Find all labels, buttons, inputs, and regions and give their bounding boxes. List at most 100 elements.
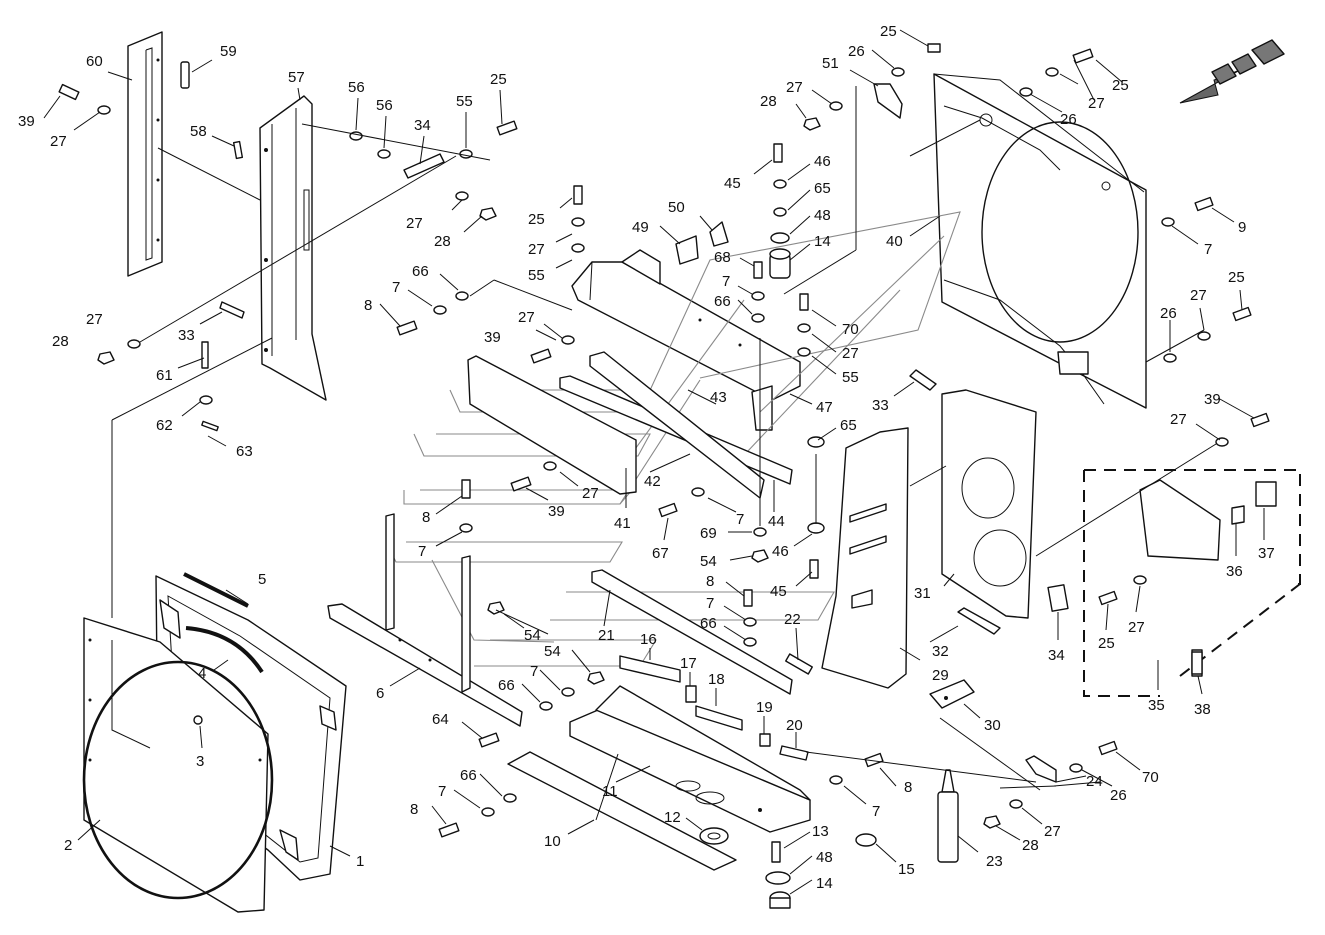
- part-48-pad: [765, 871, 791, 885]
- callout-70: 70: [1142, 769, 1159, 786]
- callout-32: 32: [932, 643, 949, 660]
- callout-54: 54: [544, 643, 561, 660]
- callout-60: 60: [86, 53, 103, 70]
- part-50-bracket: [709, 221, 729, 247]
- callout-9: 9: [1238, 219, 1246, 236]
- callout-6: 6: [376, 685, 384, 702]
- callout-40: 40: [886, 233, 903, 250]
- part-16-strip: [619, 655, 681, 683]
- part-57-side-upright: [259, 95, 327, 401]
- callout-27: 27: [786, 79, 803, 96]
- callout-19: 19: [756, 699, 773, 716]
- callout-25: 25: [880, 23, 897, 40]
- part-31-plate: [941, 389, 1037, 619]
- callout-11: 11: [602, 783, 618, 800]
- callout-27: 27: [528, 241, 545, 258]
- callout-45: 45: [770, 583, 787, 600]
- callout-31: 31: [914, 585, 931, 602]
- part-33b-strip: [909, 369, 937, 391]
- callout-64: 64: [432, 711, 449, 728]
- callout-14: 14: [816, 875, 833, 892]
- callout-30: 30: [984, 717, 1001, 734]
- callout-26: 26: [848, 43, 865, 60]
- part-21-rail: [591, 569, 793, 695]
- callout-43: 43: [710, 389, 727, 406]
- part-13-spring: [771, 841, 781, 863]
- callout-27: 27: [1088, 95, 1105, 112]
- callout-25: 25: [1228, 269, 1245, 286]
- callout-70: 70: [842, 321, 859, 338]
- callout-39: 39: [548, 503, 565, 520]
- callout-46: 46: [814, 153, 831, 170]
- callout-55: 55: [456, 93, 473, 110]
- part-10-strip: [507, 751, 737, 871]
- callout-29: 29: [932, 667, 949, 684]
- callout-18: 18: [708, 671, 725, 688]
- callout-26: 26: [1160, 305, 1177, 322]
- callout-51: 51: [822, 55, 839, 72]
- part-47-top-crossmember: [571, 249, 801, 431]
- callout-62: 62: [156, 417, 173, 434]
- part-19-block: [759, 733, 771, 747]
- callout-59: 59: [220, 43, 237, 60]
- callout-28: 28: [760, 93, 777, 110]
- callout-39: 39: [18, 113, 35, 130]
- part-3-bolt: [193, 715, 203, 725]
- callout-13: 13: [812, 823, 829, 840]
- callout-27: 27: [86, 311, 103, 328]
- callout-61: 61: [156, 367, 173, 384]
- callout-39: 39: [1204, 391, 1221, 408]
- callout-66: 66: [412, 263, 429, 280]
- callout-24: 24: [1086, 773, 1103, 790]
- part-17-block: [685, 685, 697, 703]
- callout-16: 16: [640, 631, 657, 648]
- callout-26: 26: [1060, 111, 1077, 128]
- callout-36: 36: [1226, 563, 1243, 580]
- callout-28: 28: [52, 333, 69, 350]
- callout-5: 5: [258, 571, 266, 588]
- callout-37: 37: [1258, 545, 1275, 562]
- part-34b-spring: [1047, 584, 1069, 612]
- part-15-grommet: [855, 833, 877, 847]
- leader-lines: [43, 29, 1265, 895]
- callout-27: 27: [842, 345, 859, 362]
- part-12-grommet: [699, 827, 729, 845]
- part-38-spring: [1191, 651, 1203, 675]
- part-14b-mount: [769, 248, 791, 279]
- callout-49: 49: [632, 219, 649, 236]
- callout-28: 28: [1022, 837, 1039, 854]
- callout-54: 54: [524, 627, 541, 644]
- callout-45: 45: [724, 175, 741, 192]
- part-24-bracket: [1025, 755, 1057, 783]
- part-2-shroud-panel: [82, 617, 274, 913]
- part-6-lower-frame: [327, 513, 523, 727]
- callout-35: 35: [1148, 697, 1165, 714]
- callout-2: 2: [64, 837, 72, 854]
- callout-50: 50: [668, 199, 685, 216]
- callout-34: 34: [414, 117, 431, 134]
- callout-8: 8: [904, 779, 912, 796]
- part-18-strip: [695, 705, 743, 731]
- callout-27: 27: [1190, 287, 1207, 304]
- callout-54: 54: [700, 553, 717, 570]
- part-11-bottom-tray: [569, 685, 811, 833]
- callout-57: 57: [288, 69, 305, 86]
- part-22-strip: [785, 653, 813, 675]
- callout-66: 66: [714, 293, 731, 310]
- callout-17: 17: [680, 655, 697, 672]
- callout-7: 7: [418, 543, 426, 560]
- callout-22: 22: [784, 611, 801, 628]
- callout-65: 65: [814, 180, 831, 197]
- callout-33: 33: [178, 327, 195, 344]
- callout-48: 48: [814, 207, 831, 224]
- callout-39: 39: [484, 329, 501, 346]
- part-60-baffle: [127, 31, 163, 277]
- callout-14: 14: [814, 233, 831, 250]
- callout-27: 27: [1170, 411, 1187, 428]
- hardware: [58, 43, 1270, 838]
- callout-34: 34: [1048, 647, 1065, 664]
- callout-66: 66: [700, 615, 717, 632]
- callout-66: 66: [460, 767, 477, 784]
- callout-25: 25: [490, 71, 507, 88]
